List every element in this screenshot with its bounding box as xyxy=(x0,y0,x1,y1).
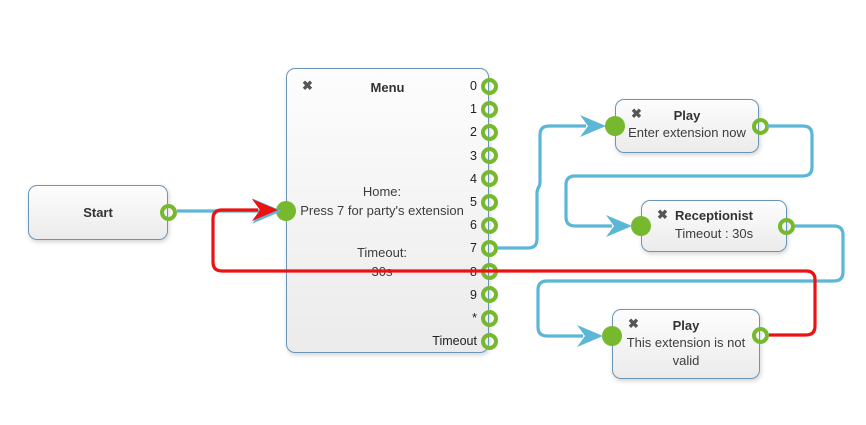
arrowhead-play-enter-to-receptionist xyxy=(606,215,632,237)
node-body: Enter extension now xyxy=(628,125,746,140)
node-title: Play xyxy=(673,108,701,123)
node-body: Timeout : 30s xyxy=(674,226,754,241)
menu-port-label-3: 3 xyxy=(470,148,477,163)
menu-port-label-6: 6 xyxy=(470,218,477,233)
node-receptionist[interactable]: ✖ Receptionist Timeout : 30s xyxy=(641,200,787,252)
start-output-port[interactable] xyxy=(160,204,177,221)
arrowhead-play-invalid-to-menu-input xyxy=(252,199,278,221)
node-start[interactable]: Start xyxy=(28,185,168,240)
menu-port-label-1: 1 xyxy=(470,102,477,117)
menu-output-port-8[interactable] xyxy=(480,263,498,281)
receptionist-output-port[interactable] xyxy=(778,218,795,235)
menu-port-label-2: 2 xyxy=(470,125,477,140)
play-invalid-input-port[interactable] xyxy=(602,326,622,346)
menu-output-port-*[interactable] xyxy=(480,309,498,327)
node-body: This extension is not valid xyxy=(626,335,746,368)
menu-output-port-Timeout[interactable] xyxy=(480,332,498,350)
connector-menu-port7-to-play-enter[interactable] xyxy=(497,124,586,250)
node-play-enter[interactable]: ✖ Play Enter extension now xyxy=(615,99,759,153)
play-invalid-output-port[interactable] xyxy=(752,327,769,344)
node-play-invalid[interactable]: ✖ Play This extension is not valid xyxy=(612,309,760,379)
menu-port-label-*: * xyxy=(472,311,477,325)
menu-input-port[interactable] xyxy=(276,201,296,221)
arrowhead-menu-port7-to-play-enter xyxy=(580,115,606,137)
menu-port-label-4: 4 xyxy=(470,171,477,186)
menu-output-port-3[interactable] xyxy=(480,147,498,165)
menu-output-port-2[interactable] xyxy=(480,123,498,141)
menu-output-port-9[interactable] xyxy=(480,286,498,304)
close-icon[interactable]: ✖ xyxy=(628,316,639,331)
menu-output-port-6[interactable] xyxy=(480,216,498,234)
play-enter-output-port[interactable] xyxy=(752,118,769,135)
node-title: Start xyxy=(83,205,113,220)
menu-output-port-7[interactable] xyxy=(480,239,498,257)
receptionist-input-port[interactable] xyxy=(631,216,651,236)
play-enter-input-port[interactable] xyxy=(605,116,625,136)
menu-output-port-5[interactable] xyxy=(480,193,498,211)
arrowhead-receptionist-to-play-invalid xyxy=(577,325,603,347)
menu-output-port-4[interactable] xyxy=(480,170,498,188)
close-icon[interactable]: ✖ xyxy=(657,207,668,222)
menu-port-label-7: 7 xyxy=(470,241,477,256)
menu-output-port-1[interactable] xyxy=(480,100,498,118)
menu-port-label-5: 5 xyxy=(470,195,477,209)
menu-greeting-label: Home: xyxy=(362,184,402,199)
node-title: Menu xyxy=(370,80,405,95)
close-icon[interactable]: ✖ xyxy=(302,78,313,93)
menu-port-label-9: 9 xyxy=(470,287,477,302)
menu-output-port-0[interactable] xyxy=(480,77,498,95)
menu-port-label-Timeout: Timeout xyxy=(432,334,477,349)
menu-port-label-8: 8 xyxy=(470,264,477,279)
menu-port-label-0: 0 xyxy=(470,79,477,93)
close-icon[interactable]: ✖ xyxy=(631,106,642,121)
